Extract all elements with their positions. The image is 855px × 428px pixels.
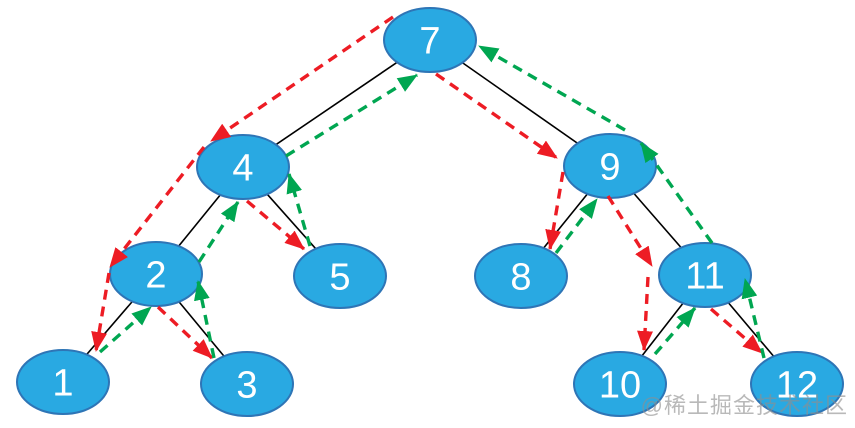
node-ellipse	[474, 243, 568, 309]
tree-node-4: 4	[196, 134, 290, 200]
descend-arrows-layer	[91, 15, 764, 360]
node-label: 8	[510, 257, 531, 299]
tree-node-8: 8	[474, 243, 568, 309]
descend-arrow-4-2	[108, 145, 206, 269]
ascend-arrow-1-2	[98, 305, 153, 354]
tree-node-5: 5	[293, 243, 387, 309]
descend-arrow-11-12	[709, 307, 764, 355]
node-ellipse	[293, 243, 387, 309]
ascend-arrow-4-7	[285, 73, 418, 158]
node-ellipse	[750, 351, 844, 417]
tree-node-1: 1	[16, 349, 110, 415]
ascend-arrow-9-7	[478, 44, 626, 132]
node-label: 2	[145, 255, 166, 297]
tree-node-3: 3	[200, 351, 294, 417]
node-label: 12	[776, 365, 818, 407]
node-ellipse	[16, 349, 110, 415]
descend-arrow-7-9	[435, 72, 558, 160]
node-label: 7	[419, 21, 440, 63]
tree-node-9: 9	[563, 133, 657, 199]
node-label: 4	[232, 148, 253, 190]
ascend-arrow-3-2	[194, 280, 216, 359]
node-ellipse	[573, 351, 667, 417]
ascend-arrows-layer	[98, 44, 766, 359]
descend-arrow-9-8	[545, 171, 565, 250]
ascend-arrow-5-4	[286, 173, 312, 247]
tree-edges-layer	[62, 39, 798, 385]
node-ellipse	[200, 351, 294, 417]
tree-node-12: 12	[750, 351, 844, 417]
descend-arrow-2-1	[91, 272, 111, 352]
ascend-arrow-11-9	[639, 142, 714, 244]
ascend-arrow-12-11	[741, 278, 766, 359]
node-ellipse	[383, 7, 477, 73]
ascend-arrow-2-4	[197, 201, 240, 263]
tree-node-11: 11	[658, 242, 752, 308]
node-label: 10	[599, 365, 641, 407]
node-label: 1	[52, 363, 73, 405]
node-label: 11	[685, 256, 724, 298]
descend-arrow-4-5	[245, 199, 306, 251]
node-label: 3	[236, 365, 257, 407]
descend-arrow-11-10	[637, 276, 654, 351]
descend-arrow-9-11	[606, 195, 654, 267]
node-ellipse	[196, 134, 290, 200]
node-ellipse	[658, 242, 752, 308]
ascend-arrow-8-9	[554, 197, 599, 255]
node-label: 5	[329, 257, 350, 299]
tree-node-7: 7	[383, 7, 477, 73]
tree-node-2: 2	[109, 241, 203, 307]
descend-arrow-2-3	[156, 305, 214, 360]
tree-node-10: 10	[573, 351, 667, 417]
descend-arrow-7-4	[210, 15, 394, 143]
node-label: 9	[599, 147, 620, 189]
